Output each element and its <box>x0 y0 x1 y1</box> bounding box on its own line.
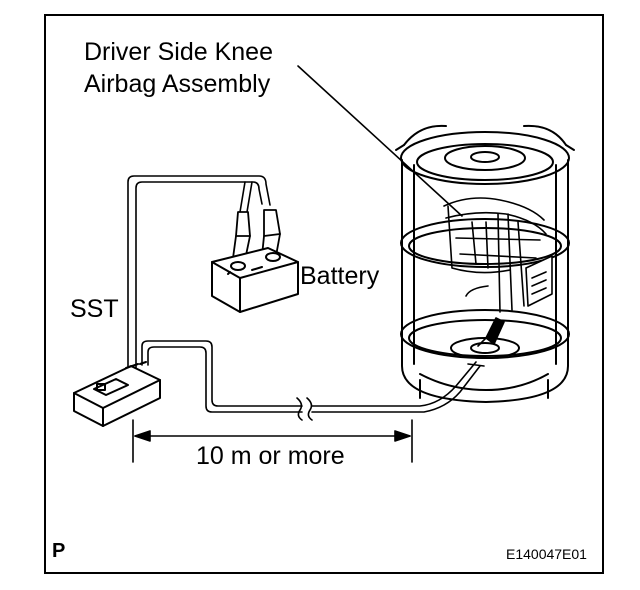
knee-airbag-label-line2: Airbag Assembly <box>84 70 271 98</box>
distance-label: 10 m or more <box>196 442 345 470</box>
figure-frame <box>44 14 604 574</box>
sst-label: SST <box>70 295 119 323</box>
corner-mark: P <box>52 540 66 562</box>
knee-airbag <box>443 197 553 367</box>
knee-airbag-leader-line <box>297 65 463 217</box>
figure-code: E140047E01 <box>506 546 587 562</box>
sst-device <box>73 361 161 427</box>
battery-label: Battery <box>300 262 380 290</box>
test-drum <box>395 124 575 403</box>
sst-battery-cable <box>127 175 271 369</box>
distance-dimension <box>132 419 413 463</box>
knee-airbag-label-line1: Driver Side Knee <box>84 38 273 66</box>
battery-box <box>211 247 299 313</box>
